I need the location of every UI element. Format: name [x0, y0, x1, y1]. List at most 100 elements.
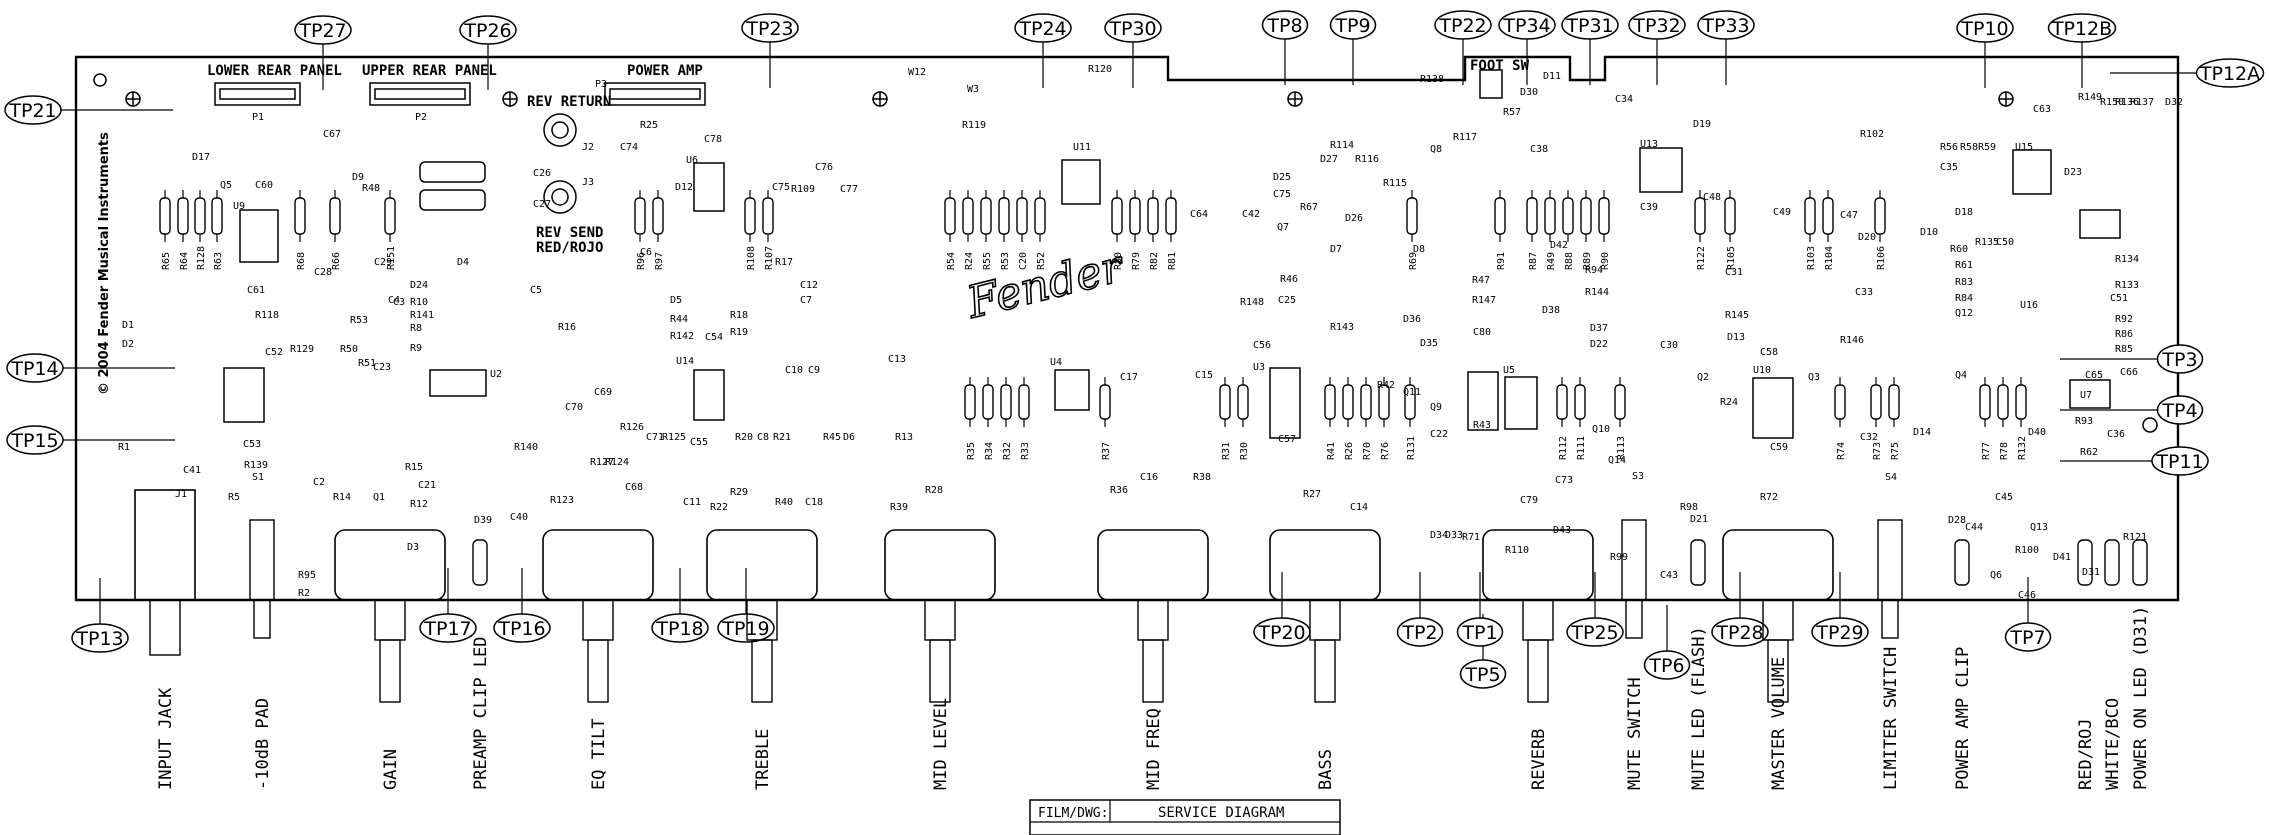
- component-label: R24: [1720, 397, 1738, 408]
- component-label: R86: [2115, 329, 2133, 340]
- component-label: W3: [967, 84, 979, 95]
- component-label: R28: [925, 485, 943, 496]
- resistor-r97: R97: [652, 190, 665, 270]
- resistor-r88: R88: [1562, 190, 1575, 270]
- power-amp-label: POWER AMP: [627, 63, 703, 79]
- resistor2-r75: R75: [1888, 377, 1901, 460]
- component-label: R148: [1240, 297, 1264, 308]
- component-label: C8: [757, 432, 769, 443]
- component-label: R56: [1940, 142, 1958, 153]
- component-label: R71: [1462, 532, 1480, 543]
- component-label: C31: [1725, 267, 1743, 278]
- component-label: D37: [1590, 323, 1608, 334]
- component-label: R53: [350, 315, 368, 326]
- component-label: R58: [1960, 142, 1978, 153]
- resistor2-r70: R70: [1360, 377, 1373, 460]
- component-label: C13: [888, 354, 906, 365]
- test-point-tp31: TP31: [1561, 10, 1619, 40]
- component-label: R17: [775, 257, 793, 268]
- control-label: LIMITER SWITCH: [1881, 647, 1901, 790]
- resistor-label: R132: [2017, 436, 2028, 460]
- component-label: R147: [1472, 295, 1496, 306]
- resistor-label: R81: [1167, 252, 1178, 270]
- resistor-r55: R55: [980, 190, 993, 270]
- component-label: D7: [1330, 244, 1342, 255]
- component-label: C41: [183, 465, 201, 476]
- component-label: C36: [2107, 429, 2125, 440]
- resistor-label: R53: [1000, 252, 1011, 270]
- component-label: C38: [1530, 144, 1548, 155]
- resistor-r54: R54: [944, 190, 957, 270]
- component-label: C21: [418, 480, 436, 491]
- component-label: R133: [2115, 280, 2139, 291]
- component-label: R10: [410, 297, 428, 308]
- control-mid-freq: MID FREQ: [1097, 529, 1209, 790]
- control-label: INPUT JACK: [156, 687, 176, 790]
- reverb-jack-labels: REV RETURN REV SEND RED/ROJO J2 J3 J1: [175, 94, 611, 500]
- resistor-label: R104: [1824, 246, 1835, 270]
- component-label: R85: [2115, 344, 2133, 355]
- control-label: MUTE SWITCH: [1625, 677, 1645, 790]
- resistor-label: R26: [1344, 442, 1355, 460]
- resistor-label: R66: [331, 252, 342, 270]
- component-label: D17: [192, 152, 210, 163]
- resistor-label: R113: [1616, 436, 1627, 460]
- component-label: R61: [1955, 260, 1973, 271]
- resistor-label: R151: [386, 246, 397, 270]
- test-point-tp12b: TP12B: [2047, 13, 2117, 43]
- control-power-on-led-d31-: POWER ON LED (D31): [2131, 539, 2151, 790]
- component-label: R92: [2115, 314, 2133, 325]
- component-label: C32: [1860, 432, 1878, 443]
- component-label: R46: [1280, 274, 1298, 285]
- component-label: C46: [2018, 590, 2036, 601]
- resistor-r66: R66: [329, 190, 342, 270]
- component-label: R116: [1355, 154, 1379, 165]
- component-label: R83: [1955, 277, 1973, 288]
- test-point-label: TP25: [1570, 622, 1618, 644]
- resistor-label: R107: [764, 246, 775, 270]
- resistor2-r33: R33: [1018, 377, 1031, 460]
- test-point-label: TP17: [423, 618, 471, 640]
- control-label: PREAMP CLIP LED: [471, 636, 491, 790]
- component-label: C16: [1140, 472, 1158, 483]
- component-label: R121: [2123, 532, 2147, 543]
- resistor2-r35: R35: [964, 377, 977, 460]
- component-label: R124: [605, 457, 629, 468]
- component-label: U7: [2080, 390, 2092, 401]
- test-point-label: TP31: [1565, 15, 1613, 37]
- resistor-label: R65: [161, 252, 172, 270]
- test-point-label: TP29: [1815, 622, 1863, 644]
- component-label: S1: [252, 472, 264, 483]
- component-label: C51: [2110, 293, 2128, 304]
- test-point-label: TP28: [1715, 622, 1763, 644]
- component-label: D40: [2028, 427, 2046, 438]
- test-point-tp15: TP15: [6, 425, 64, 455]
- resistor2-r132: R132: [2015, 377, 2028, 460]
- resistor-label: R33: [1020, 442, 1031, 460]
- control-eq-tilt: EQ TILT: [542, 529, 654, 790]
- resistor-r104: R104: [1822, 190, 1835, 270]
- component-label: R60: [1950, 244, 1968, 255]
- component-label: Q5: [220, 180, 232, 191]
- j2-label: J2: [582, 142, 594, 153]
- control-label: POWER ON LED (D31): [2131, 606, 2151, 790]
- resistor-r87: R87: [1526, 190, 1539, 270]
- p1-label: P1: [252, 112, 264, 123]
- component-label: C68: [625, 482, 643, 493]
- component-label: D36: [1403, 314, 1421, 325]
- component-label: C12: [800, 280, 818, 291]
- test-point-tp32: TP32: [1628, 10, 1686, 40]
- resistor-r107: R107: [762, 190, 775, 270]
- component-label: C80: [1473, 327, 1491, 338]
- component-label: C78: [704, 134, 722, 145]
- test-point-label: TP11: [2155, 451, 2203, 473]
- resistor-r68: R68: [294, 190, 307, 270]
- control-preamp-clip-led: PREAMP CLIP LED: [471, 539, 491, 790]
- test-point-label: TP24: [1018, 18, 1066, 40]
- resistor2-r37: R37: [1099, 377, 1112, 460]
- component-label: D34: [1430, 530, 1448, 541]
- test-point-label: TP10: [1960, 18, 2008, 40]
- control-label: TREBLE: [753, 729, 773, 790]
- component-label: R136: [2115, 97, 2139, 108]
